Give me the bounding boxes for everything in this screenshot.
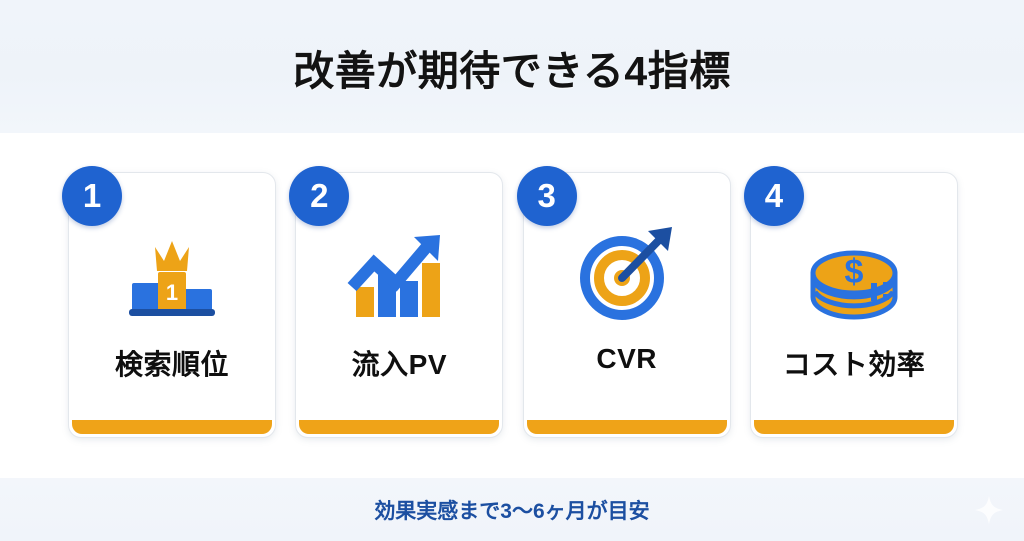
card-content-3: CVR: [524, 173, 730, 437]
svg-text:$: $: [845, 253, 864, 291]
footer-note: 効果実感まで3〜6ヶ月が目安: [374, 499, 650, 523]
card-content-4: $ コスト効率: [751, 173, 957, 437]
card-badge-1: 1: [62, 166, 122, 226]
coin-stack-dollar-icon: $: [799, 225, 909, 325]
page-title: 改善が期待できる4指標: [293, 47, 731, 94]
card-surface-4[interactable]: $ コスト効率: [749, 172, 958, 438]
card-accent-bar-1: [72, 420, 272, 434]
metric-card-row: 1 検索順位 1: [62, 166, 958, 438]
card-accent-bar-2: [299, 420, 500, 434]
growth-chart-arrow-icon: [344, 225, 454, 325]
card-label-3: CVR: [596, 343, 657, 374]
footer-band: 効果実感まで3〜6ヶ月が目安: [0, 478, 1024, 541]
svg-text:1: 1: [166, 280, 178, 305]
metric-card-2[interactable]: 流入PV 2: [289, 166, 504, 438]
card-label-2: 流入PV: [351, 349, 447, 380]
metric-card-3[interactable]: CVR 3: [516, 166, 731, 438]
metric-card-1[interactable]: 1 検索順位 1: [62, 166, 276, 438]
sparkle-icon: [974, 495, 1004, 524]
card-badge-3: 3: [516, 166, 577, 226]
card-badge-2: 2: [289, 166, 350, 226]
card-content-1: 1 検索順位: [69, 173, 275, 437]
target-dart-icon: [572, 225, 682, 325]
header-band: [0, 0, 1024, 133]
card-badge-4: 4: [743, 166, 804, 226]
card-label-4: コスト効率: [782, 349, 926, 380]
metric-card-4[interactable]: $ コスト効率 4: [743, 166, 958, 438]
card-label-1: 検索順位: [114, 349, 229, 380]
card-accent-bar-3: [526, 420, 727, 434]
card-accent-bar-4: [753, 420, 954, 434]
podium-crown-icon: 1: [117, 225, 227, 325]
card-content-2: 流入PV: [296, 173, 502, 437]
